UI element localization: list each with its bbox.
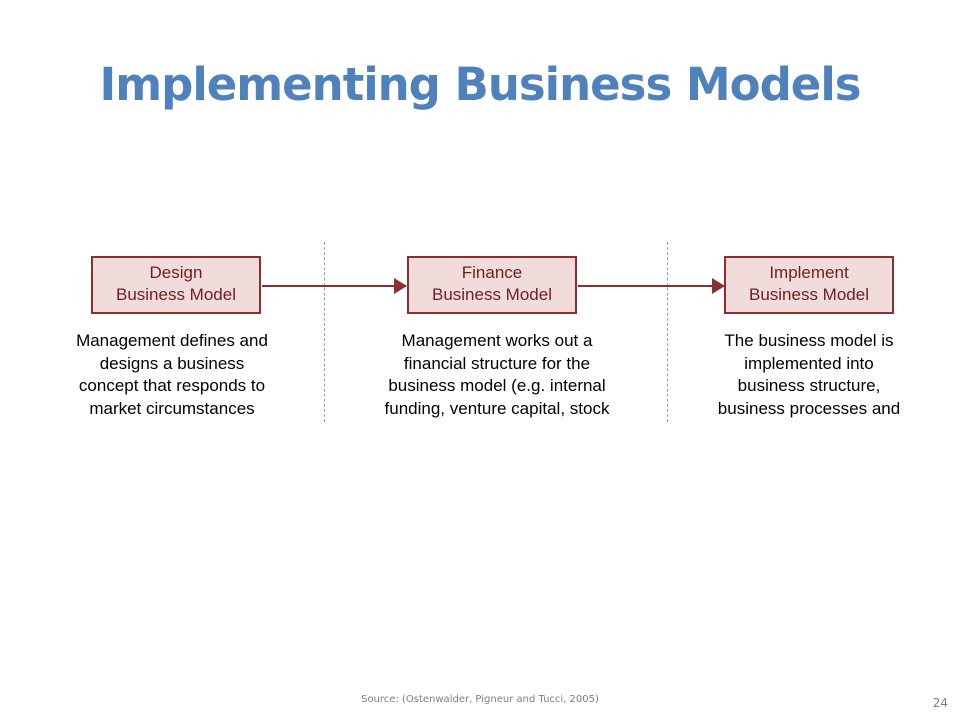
stage-title-line2: Business Model: [748, 285, 869, 304]
description-line: business processes and: [717, 398, 901, 418]
source-citation: Source: (Ostenwalder, Pigneur and Tucci,…: [361, 694, 599, 705]
description-line: Management defines and: [76, 331, 268, 350]
description-line: business structure,: [737, 376, 881, 395]
stage-box-design: Design Business Model: [91, 256, 261, 314]
description-line: Management works out a: [401, 331, 593, 350]
arrow-head-icon: [394, 278, 407, 294]
stage-description-design: Management defines and designs a busines…: [47, 330, 297, 422]
description-line: The business model is: [724, 331, 894, 350]
stage-box-implement: Implement Business Model: [724, 256, 894, 314]
description-line: concept that responds to: [78, 376, 266, 395]
description-line: market circumstances: [89, 398, 255, 418]
stage-title-line2: Business Model: [115, 285, 236, 304]
arrow-head-icon: [712, 278, 725, 294]
stage-title-line2: Business Model: [431, 285, 552, 304]
slide-title: Implementing Business Models: [99, 58, 861, 111]
stage-title-line1: Design: [149, 263, 203, 282]
description-line: designs a business: [99, 353, 245, 373]
stage-description-finance: Management works out a financial structu…: [372, 330, 622, 422]
description-line: implemented into: [744, 353, 874, 373]
arrow-design-to-finance: [262, 278, 407, 294]
stage-title-line1: Implement: [769, 263, 849, 282]
description-line: financial structure for the: [403, 353, 591, 373]
page-number: 24: [932, 696, 948, 710]
stage-title-line1: Finance: [461, 263, 523, 282]
arrow-finance-to-implement: [578, 278, 725, 294]
stage-box-finance: Finance Business Model: [407, 256, 577, 314]
phase-divider-1: [324, 242, 325, 422]
phase-divider-2: [667, 242, 668, 422]
description-line: business model (e.g. internal: [388, 376, 606, 395]
stage-description-implement: The business model is implemented into b…: [684, 330, 934, 422]
description-line: funding, venture capital, stock: [384, 398, 610, 418]
